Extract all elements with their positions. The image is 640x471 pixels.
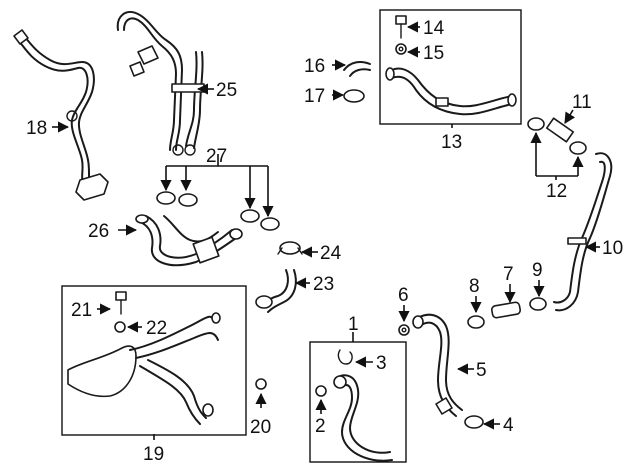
callout-13: 13: [441, 132, 462, 153]
group-box-13: [379, 9, 522, 125]
part-4-clamp: [464, 415, 484, 429]
callout-19: 19: [143, 444, 164, 465]
callout-17: 17: [304, 86, 325, 107]
callout-25: 25: [216, 80, 237, 101]
part-2-washer: [315, 385, 327, 397]
part-19-cooler-assembly: [67, 312, 221, 425]
part-22-washer: [114, 321, 126, 333]
part-27-clamps: [156, 165, 280, 231]
callout-16: 16: [304, 56, 325, 77]
callout-9: 9: [532, 260, 543, 281]
part-10-pipe: [553, 152, 613, 312]
callout-2: 2: [315, 416, 326, 437]
part-18-hose: [13, 29, 109, 201]
callout-12: 12: [546, 181, 567, 202]
callout-1: 1: [348, 314, 359, 335]
callout-22: 22: [146, 318, 167, 339]
part-23-hose: [255, 269, 297, 313]
part-14-bolt: [395, 15, 407, 39]
callout-5: 5: [476, 360, 487, 381]
part-8-clamp: [467, 315, 485, 329]
part-25-tube-assembly: [116, 11, 205, 156]
callout-15: 15: [423, 43, 444, 64]
callout-3: 3: [376, 353, 387, 374]
callout-8: 8: [469, 276, 480, 297]
callout-20: 20: [250, 417, 271, 438]
part-1-hose: [333, 374, 393, 462]
part-20-washer: [255, 378, 267, 390]
part-12-clamps: [527, 117, 587, 155]
callout-10: 10: [602, 238, 623, 259]
part-24-clamp: [277, 241, 303, 255]
part-5-pipe: [412, 313, 463, 417]
callout-24: 24: [320, 243, 342, 264]
callout-6: 6: [398, 285, 409, 306]
callout-4: 4: [503, 415, 514, 436]
part-11-sleeve: [545, 117, 575, 143]
part-7-hose: [491, 301, 521, 319]
part-9-clamp: [529, 297, 547, 311]
part-16-hose: [343, 61, 371, 77]
part-13-pipe: [385, 67, 517, 116]
group-box-1: [309, 341, 407, 463]
part-26-hose-pair: [135, 214, 243, 267]
callout-23: 23: [313, 274, 334, 295]
callout-11: 11: [572, 92, 592, 113]
part-3-clip: [337, 349, 353, 365]
callout-14: 14: [423, 18, 445, 39]
callout-18: 18: [26, 118, 47, 139]
callout-26: 26: [88, 221, 109, 242]
part-15-washer: [395, 43, 407, 55]
part-6-washer: [398, 324, 410, 336]
callout-labels: 14 15 16 17 13 11 12 10 9 7 8 6 5 4 1 3 …: [26, 18, 623, 465]
part-17-clamp: [343, 89, 365, 103]
callout-21: 21: [71, 300, 92, 321]
part-21-bolt: [115, 291, 127, 315]
leader-lines: [52, 21, 600, 440]
callout-27: 27: [206, 146, 227, 167]
callout-7: 7: [503, 264, 514, 285]
